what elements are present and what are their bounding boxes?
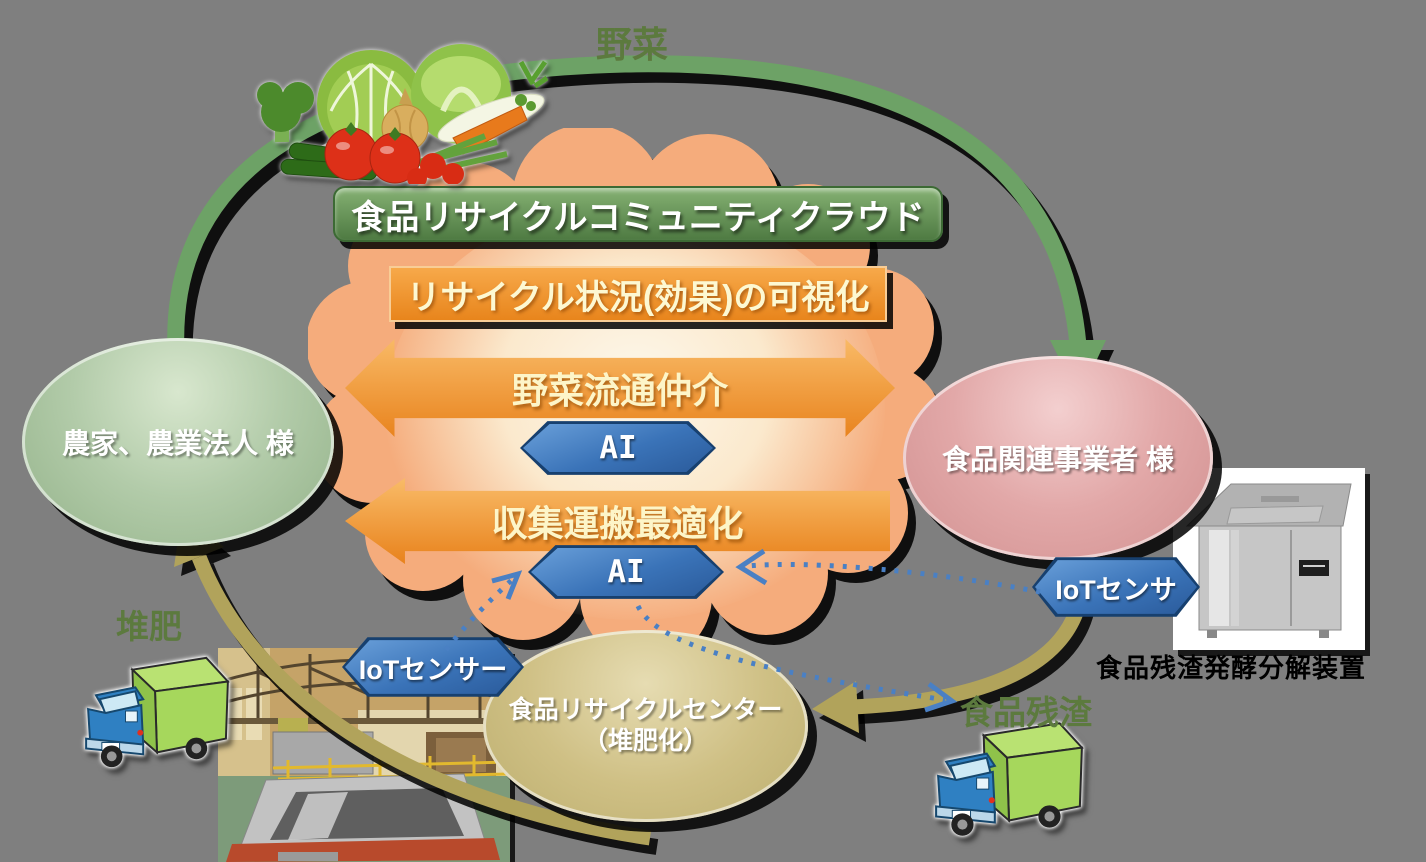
recycle-center-line2: （堆肥化） [582,727,708,755]
visualization-label: リサイクル状況(効果)の可視化 [406,278,870,317]
collection-optimization-label: 収集運搬最適化 [491,503,744,544]
vegetables-image [257,44,548,184]
vegetable-brokerage-label: 野菜流通仲介 [511,370,728,411]
iot-sensor-left-label: IoTセンサー [358,654,508,685]
recycle-center-line1: 食品リサイクルセンター [508,695,783,724]
residue-truck-image [935,722,1084,836]
farmers-label: 農家、農業法人 様 [62,428,294,459]
ai-badge-brokerage: AI [520,421,716,475]
iot-sensor-right-badge: IoTセンサ [1032,557,1200,617]
cloud-title-banner: 食品リサイクルコミュニティクラウド [333,186,943,242]
food-business-label: 食品関連事業者 様 [942,444,1174,475]
ai-badge-collection-label: AI [607,554,645,590]
recycle-center-ellipse: 食品リサイクルセンター （堆肥化） [483,630,808,822]
ai-badge-brokerage-label: AI [599,430,637,466]
fermenter-machine-image [1173,468,1365,650]
compost-flow-label: 堆肥 [116,608,182,645]
cloud-title: 食品リサイクルコミュニティクラウド [351,198,925,237]
ai-badge-collection: AI [528,545,724,599]
iot-sensor-right-label: IoTセンサ [1055,574,1177,605]
farmers-ellipse: 農家、農業法人 様 [22,338,334,546]
iot-sensor-left-badge: IoTセンサー [342,637,524,697]
residue-flow-label: 食品残渣 [960,694,1092,731]
iot-sensor-left-face: IoTセンサー [345,640,521,694]
residue-arc-arrowhead [812,681,859,733]
ai-badge-collection-face: AI [531,548,721,596]
food-business-ellipse: 食品関連事業者 様 [903,356,1213,560]
ai-badge-brokerage-face: AI [523,424,713,472]
iot-sensor-right-face: IoTセンサ [1035,560,1197,614]
broccoli-icon [257,82,314,142]
recycle-center-label: 食品リサイクルセンター （堆肥化） [509,695,783,758]
vegetables-flow-label: 野菜 [596,24,669,65]
compost-truck-image [85,656,230,768]
machine-caption: 食品残渣発酵分解装置 [1096,653,1367,683]
visualization-banner: リサイクル状況(効果)の可視化 [389,266,887,322]
